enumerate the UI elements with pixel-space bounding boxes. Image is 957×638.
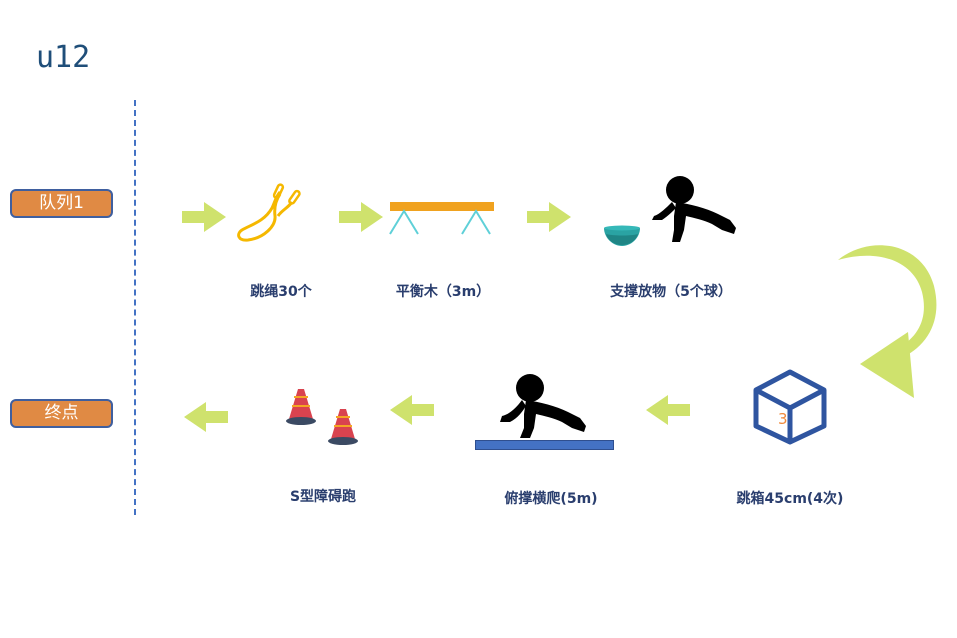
- end-tag-finish: 终点: [10, 399, 113, 428]
- box-number: 3: [778, 410, 788, 428]
- station-label-jump-box: 跳箱45cm(4次): [736, 491, 844, 507]
- page-title: u12: [36, 40, 91, 75]
- balance-beam-icon: [389, 202, 494, 235]
- station-label-push-up-crawl: 俯撑横爬(5m): [504, 491, 598, 507]
- floor-mat-icon: [475, 440, 614, 450]
- arrow-left-icon: [646, 395, 690, 425]
- crawling-child-icon: [652, 176, 736, 242]
- start-line-divider: [134, 100, 136, 515]
- curved-arrow-down-left-icon: [838, 245, 937, 398]
- bowl-icon: [604, 225, 640, 246]
- station-label-balance-beam: 平衡木（3m）: [395, 284, 491, 300]
- arrow-right-icon: [339, 202, 383, 232]
- traffic-cones-icon: [286, 389, 358, 445]
- arrow-right-icon: [527, 202, 571, 232]
- arrow-left-icon: [184, 402, 228, 432]
- arrow-right-icon: [182, 202, 226, 232]
- jump-rope-icon: [237, 183, 301, 242]
- jump-box-icon: 3: [752, 368, 828, 446]
- station-label-s-obstacle-run: S型障碍跑: [289, 489, 357, 505]
- start-tag-queue-1: 队列1: [10, 189, 113, 218]
- station-label-support-place: 支撑放物（5个球）: [610, 284, 732, 300]
- crawling-child-icon: [500, 374, 586, 438]
- station-label-jump-rope: 跳绳30个: [250, 284, 312, 300]
- arrow-left-icon: [390, 395, 434, 425]
